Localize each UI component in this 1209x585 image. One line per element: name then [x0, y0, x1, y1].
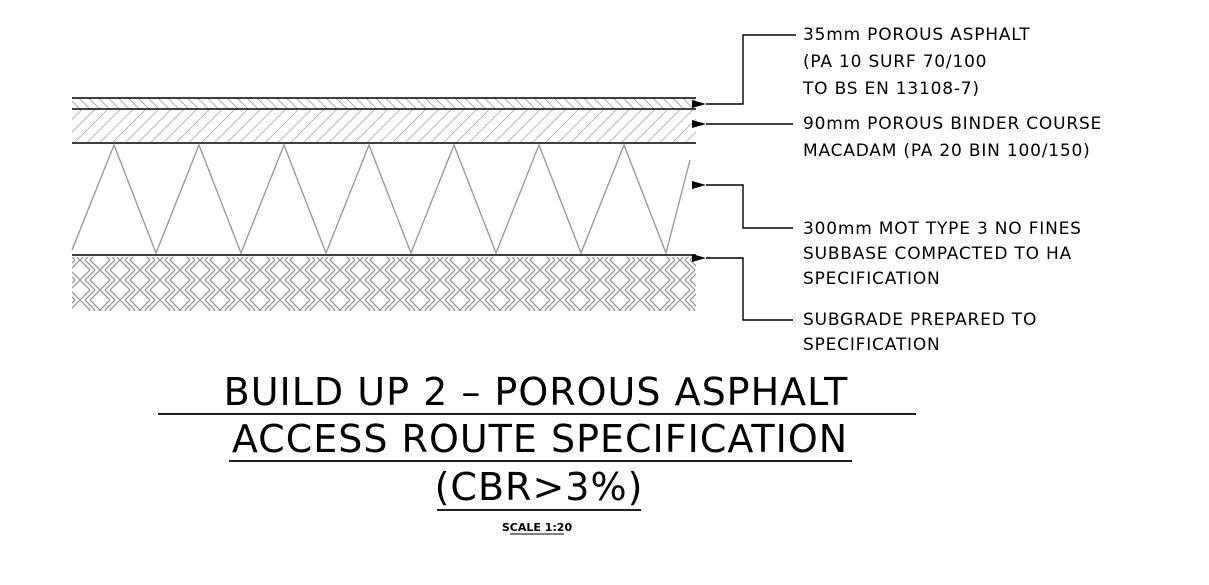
binder-note-line-2: MACADAM (PA 20 BIN 100/150)	[803, 141, 1091, 161]
surface-note-line-3: TO BS EN 13108-7)	[802, 79, 980, 99]
subgrade-leader	[692, 254, 793, 321]
drawing-title: BUILD UP 2 – POROUS ASPHALT ACCESS ROUTE…	[158, 370, 916, 535]
subbase-note-line-3: SPECIFICATION	[803, 269, 941, 289]
surface-note-line-1: 35mm POROUS ASPHALT	[803, 25, 1030, 45]
subbase-leader	[692, 181, 793, 229]
surface-leader	[692, 34, 796, 108]
leader-lines	[692, 34, 796, 321]
layer-notes: 35mm POROUS ASPHALT (PA 10 SURF 70/100 T…	[802, 25, 1102, 355]
title-line-3: (CBR>3%)	[435, 465, 644, 509]
scale-label: SCALE 1:20	[502, 521, 573, 534]
subbase-layer	[71, 143, 691, 256]
title-line-2: ACCESS ROUTE SPECIFICATION	[232, 417, 848, 461]
binder-note-line-1: 90mm POROUS BINDER COURSE	[803, 114, 1102, 134]
subbase-note-line-1: 300mm MOT TYPE 3 NO FINES	[803, 219, 1082, 239]
title-line-1: BUILD UP 2 – POROUS ASPHALT	[224, 370, 849, 414]
surface-course-layer	[72, 97, 696, 110]
subgrade-note-line-1: SUBGRADE PREPARED TO	[803, 310, 1037, 330]
subgrade-note-line-2: SPECIFICATION	[803, 335, 941, 355]
surface-note-line-2: (PA 10 SURF 70/100	[803, 52, 987, 72]
subbase-note-line-2: SUBBASE COMPACTED TO HA	[803, 244, 1072, 264]
binder-course-layer	[72, 110, 696, 144]
subgrade-layer	[72, 254, 696, 311]
